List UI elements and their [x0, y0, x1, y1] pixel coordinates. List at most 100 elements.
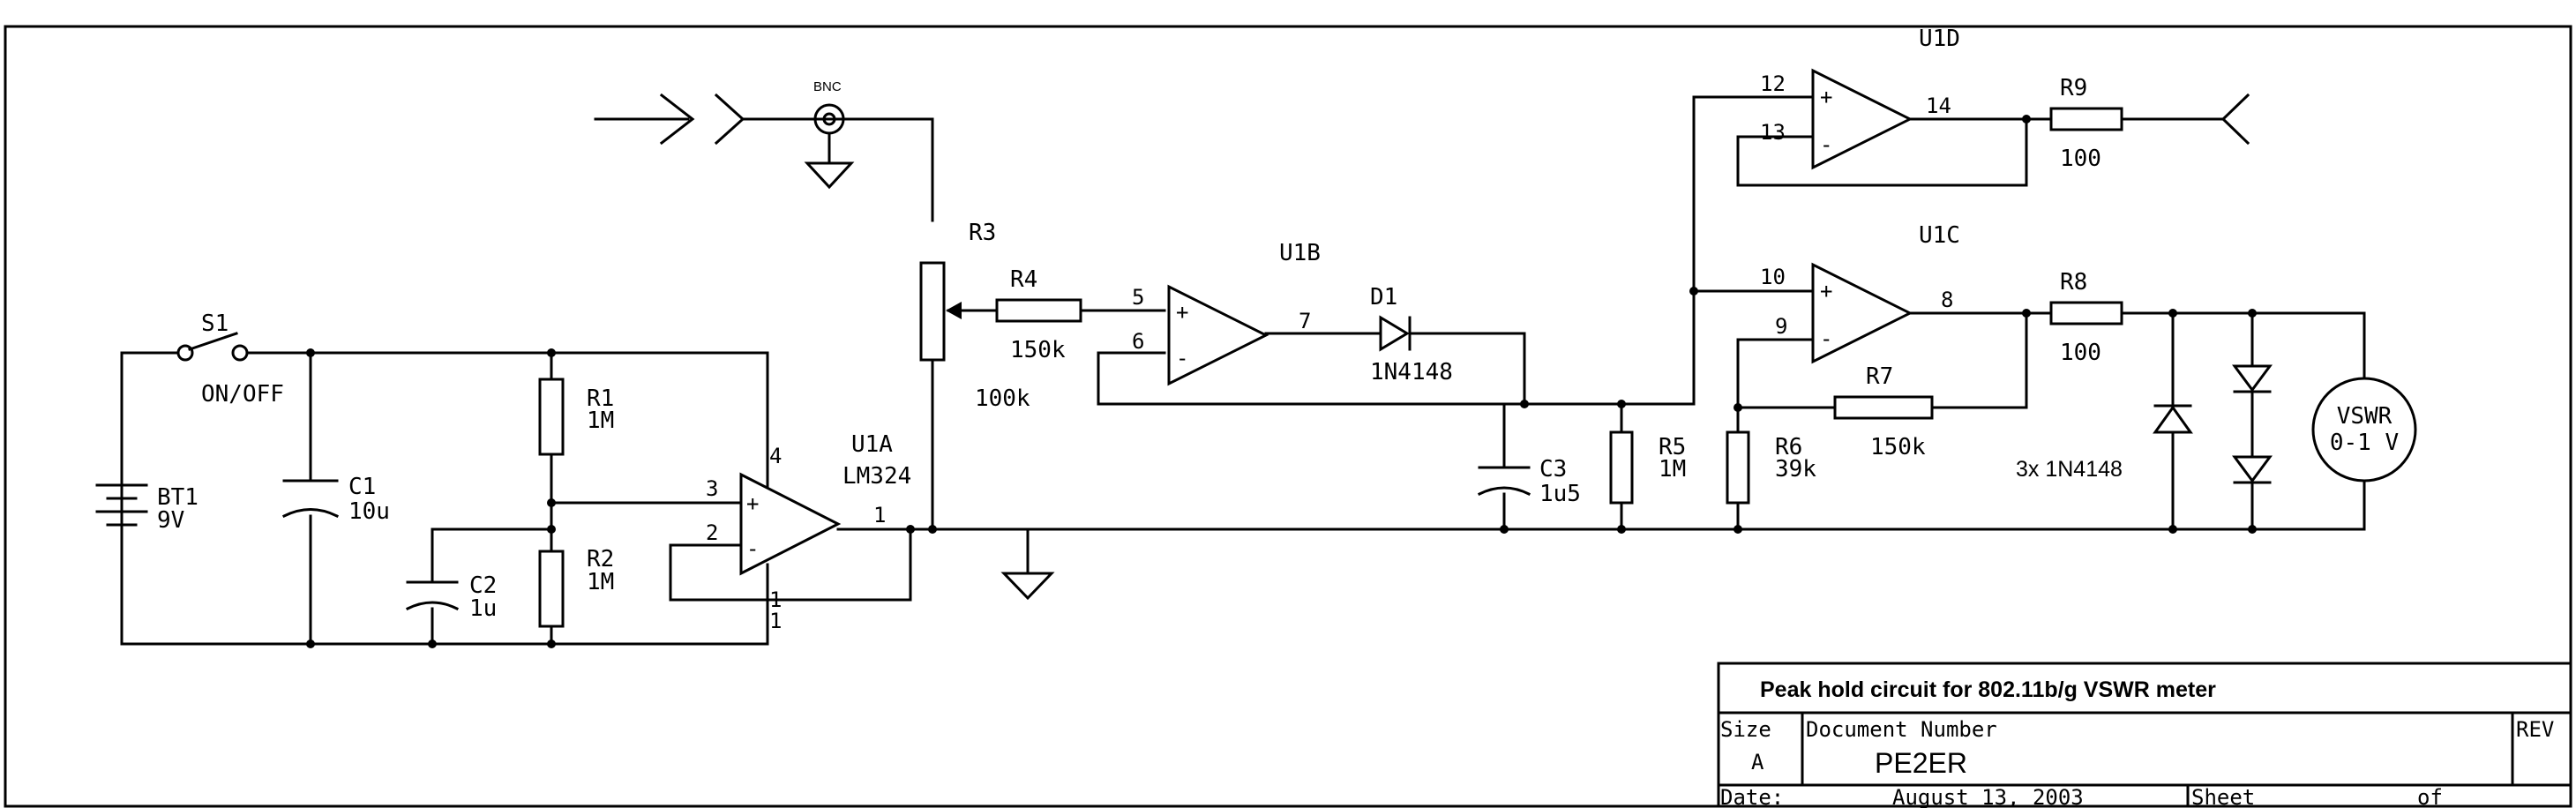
r2-value: 1M — [587, 569, 614, 595]
meter-line1: VSWR — [2337, 403, 2393, 430]
u1a-pin-gnd-a: 1 — [769, 587, 782, 612]
bt1-value: 9V — [157, 507, 184, 534]
u1a-minus-sign: - — [746, 536, 759, 561]
resistor-r5: R5 1M — [1609, 430, 1686, 505]
page-border — [4, 25, 2572, 808]
u1b-ref: U1B — [1279, 240, 1321, 266]
r1-ref: R1 — [587, 385, 614, 412]
u1a-ref: U1A — [851, 431, 893, 458]
u1d-pin-plus: 12 — [1760, 71, 1786, 96]
d1-value: 1N4148 — [1370, 359, 1453, 385]
resistor-r8: R8 100 — [2049, 269, 2123, 366]
opamp-u1b: + - 5 6 7 U1B — [1132, 240, 1321, 386]
r7-value: 150k — [1870, 434, 1926, 460]
diode-d1: D1 1N4148 — [1370, 284, 1453, 385]
u1b-pin-plus: 5 — [1132, 285, 1144, 310]
capacitor-c1: C1 10u — [281, 474, 390, 525]
u1b-pin-minus: 6 — [1132, 329, 1144, 354]
d1-ref: D1 — [1370, 284, 1397, 310]
tb-sheet-label: Sheet — [2191, 785, 2255, 808]
u1d-minus-sign: - — [1820, 132, 1832, 157]
tb-date-value: August 13, 2003 — [1892, 785, 2084, 808]
r6-value: 39k — [1775, 456, 1816, 483]
resistor-r1: R1 1M — [538, 378, 614, 456]
u1d-ref: U1D — [1919, 26, 1960, 52]
battery-bt1: BT1 9V — [95, 355, 198, 549]
r4-ref: R4 — [1010, 266, 1037, 293]
u1a-pin-plus: 3 — [706, 476, 718, 501]
r3-value: 100k — [975, 385, 1030, 412]
s1-ref: S1 — [201, 310, 228, 337]
capacitor-c2: C2 1u — [405, 572, 497, 622]
vswr-meter: VSWR 0-1 V — [2311, 377, 2417, 483]
diodes-note: 3x 1N4148 — [2016, 457, 2123, 482]
tb-size-label: Size — [1720, 717, 1771, 742]
c2-value: 1u — [469, 595, 497, 622]
r8-value: 100 — [2060, 340, 2101, 366]
u1b-plus-sign: + — [1176, 300, 1188, 325]
u1a-pin-minus: 2 — [706, 520, 718, 545]
r6-ref: R6 — [1775, 434, 1802, 460]
opamp-u1c: + - 10 9 8 U1C — [1760, 222, 1960, 364]
r7-ref: R7 — [1866, 363, 1893, 390]
resistor-r7: R7 150k — [1833, 363, 1934, 460]
potentiometer-r3: R3 100k — [919, 220, 1030, 412]
s1-value: ON/OFF — [201, 381, 284, 408]
r8-ref: R8 — [2060, 269, 2087, 296]
meter-line2: 0-1 V — [2330, 430, 2399, 456]
capacitor-c3: C3 1u5 — [1477, 448, 1581, 507]
tb-size-value: A — [1751, 750, 1764, 774]
title-block: Peak hold circuit for 802.11b/g VSWR met… — [1717, 662, 2572, 808]
tb-date-label: Date: — [1720, 785, 1784, 808]
c3-value: 1u5 — [1539, 481, 1581, 507]
r9-ref: R9 — [2060, 75, 2087, 101]
c1-ref: C1 — [348, 474, 376, 500]
r5-ref: R5 — [1659, 434, 1686, 460]
switch-s1: S1 ON/OFF — [176, 310, 284, 408]
resistor-r9: R9 100 — [2049, 75, 2123, 172]
r4-value: 150k — [1010, 337, 1066, 363]
opamp-u1a: + - 3 2 1 4 1 1 U1A LM324 — [704, 431, 911, 633]
u1a-part: LM324 — [842, 463, 911, 490]
tb-title: Peak hold circuit for 802.11b/g VSWR met… — [1760, 677, 2216, 702]
r3-ref: R3 — [969, 220, 996, 246]
r9-value: 100 — [2060, 146, 2101, 172]
u1d-pin-out: 14 — [1926, 94, 1951, 118]
u1c-ref: U1C — [1919, 222, 1960, 249]
u1c-plus-sign: + — [1820, 279, 1832, 303]
bnc-label: BNC — [813, 79, 842, 94]
tb-of-label: of — [2417, 785, 2443, 808]
u1a-plus-sign: + — [746, 491, 759, 516]
u1c-pin-plus: 10 — [1760, 265, 1786, 289]
u1c-pin-minus: 9 — [1775, 314, 1787, 339]
u1a-pin-out: 1 — [873, 503, 886, 527]
c1-value: 10u — [348, 498, 390, 525]
tb-rev-label: REV — [2516, 717, 2554, 742]
clamp-diodes: 3x 1N4148 — [2016, 364, 2273, 484]
wires — [120, 95, 2366, 646]
bnc-input: BNC — [594, 79, 855, 190]
resistor-r4: R4 150k — [995, 266, 1082, 363]
r1-value: 1M — [587, 408, 614, 434]
u1c-pin-out: 8 — [1941, 288, 1953, 312]
junctions — [306, 115, 2257, 648]
u1a-pin-vcc: 4 — [769, 444, 782, 468]
r5-value: 1M — [1659, 456, 1686, 483]
output-connector — [2220, 93, 2250, 146]
c3-ref: C3 — [1539, 456, 1567, 483]
ground-main — [1000, 527, 1055, 601]
u1c-minus-sign: - — [1820, 326, 1832, 351]
opamp-u1d: + - 12 13 14 U1D — [1760, 26, 1960, 170]
tb-docnum-value: PE2ER — [1875, 747, 1967, 779]
r2-ref: R2 — [587, 546, 614, 572]
bt1-ref: BT1 — [157, 484, 198, 511]
resistor-r2: R2 1M — [538, 546, 614, 628]
c2-ref: C2 — [469, 572, 497, 599]
u1d-plus-sign: + — [1820, 85, 1832, 109]
u1b-minus-sign: - — [1176, 346, 1188, 370]
tb-docnum-label: Document Number — [1806, 717, 1997, 742]
u1d-pin-minus: 13 — [1760, 120, 1786, 145]
u1a-pin-gnd-b: 1 — [769, 609, 782, 633]
